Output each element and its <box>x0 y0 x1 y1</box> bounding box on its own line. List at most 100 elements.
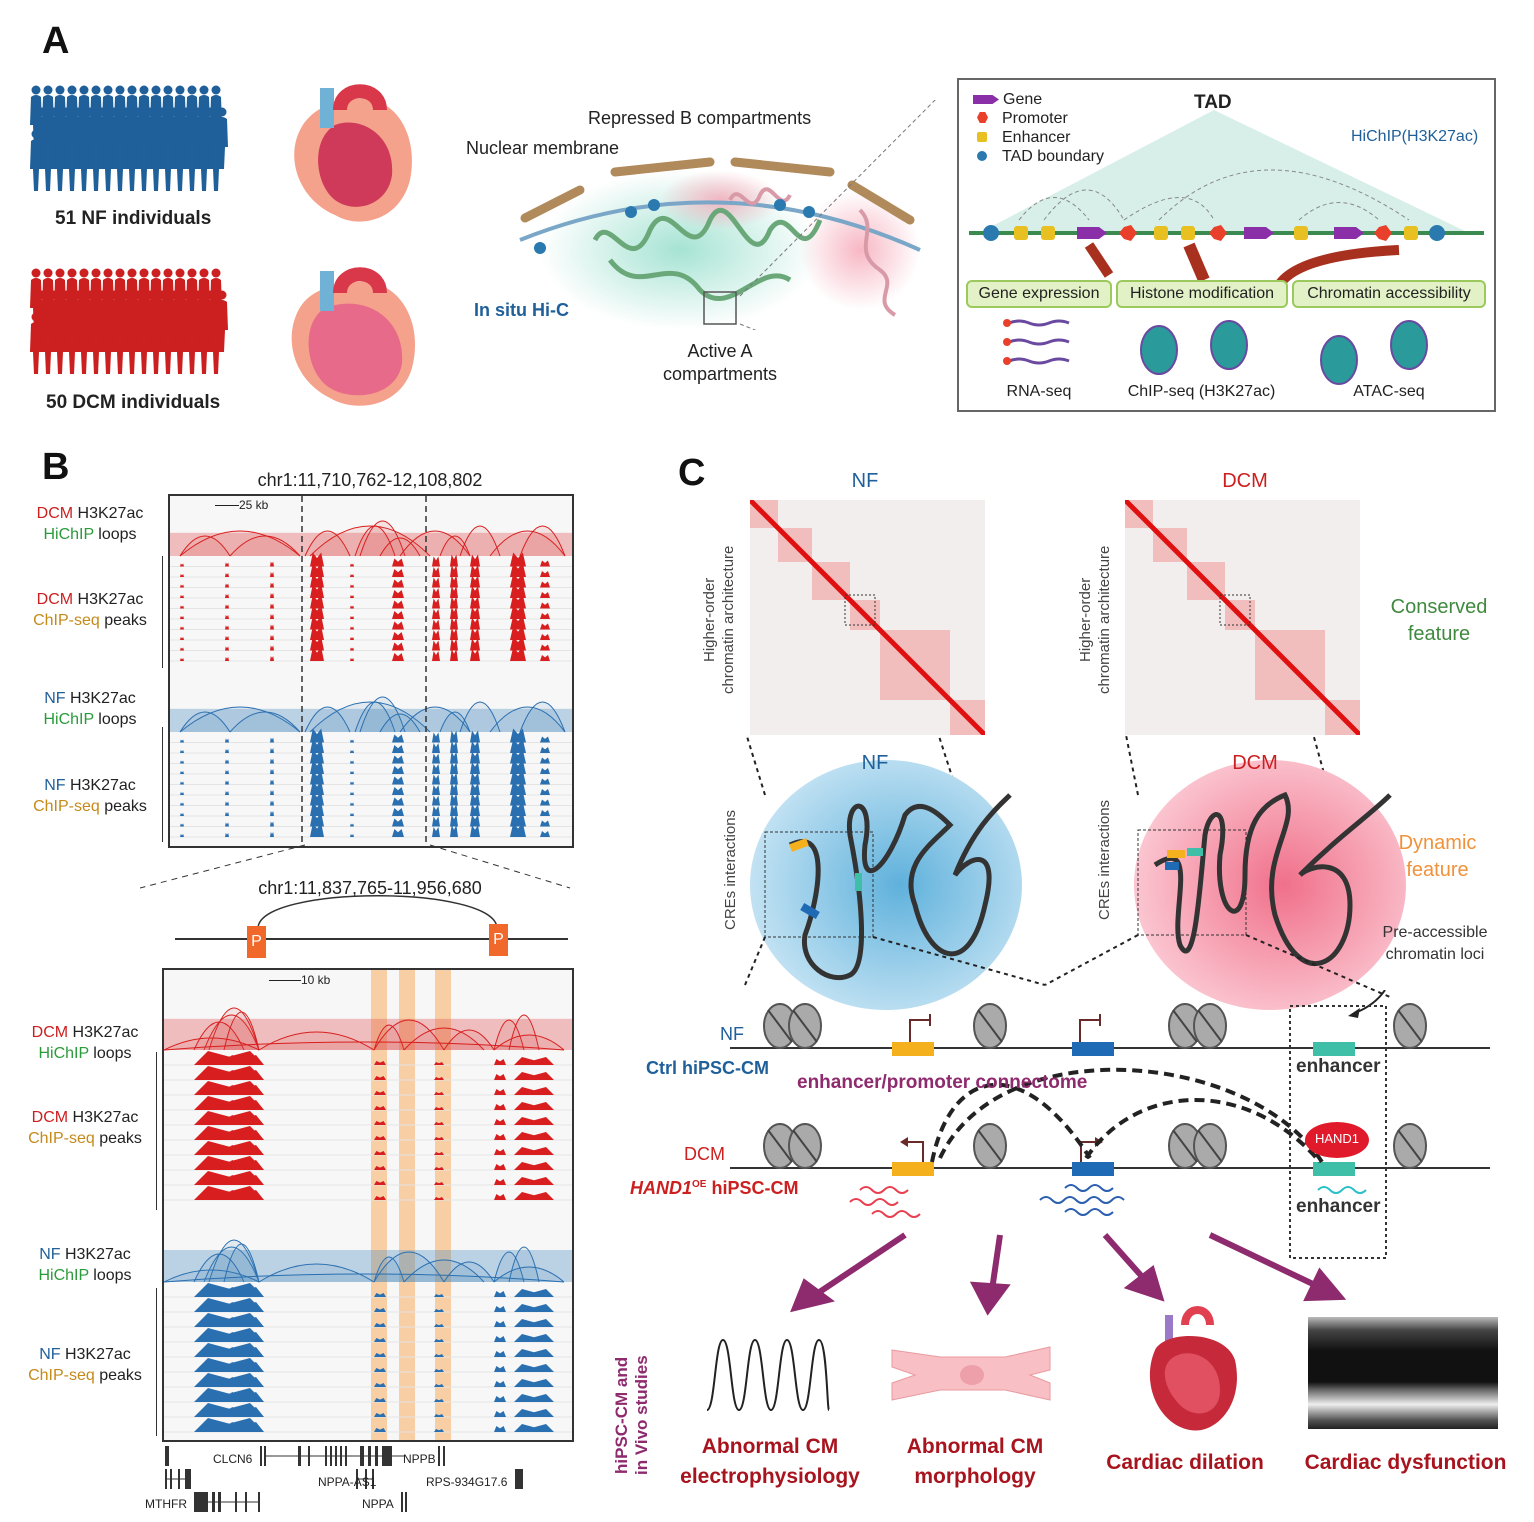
nucleosome-dna-wrap <box>1397 1009 1423 1043</box>
hichip-loop-arc <box>258 1031 375 1051</box>
hichip-h3k27ac-label: HiChIP(H3K27ac) <box>1351 128 1479 145</box>
chipseq-peak <box>350 595 354 598</box>
gene-label-rps-934g17: RPS-934G17.6 <box>426 1475 508 1489</box>
legend-item-tad-boundary: TAD boundary <box>973 147 1104 166</box>
chipseq-peak <box>310 781 324 795</box>
hichip-loop-arc <box>399 530 471 557</box>
chipseq-peak <box>434 1107 444 1110</box>
chipseq-peak <box>450 772 458 785</box>
line2: electrophysiology <box>680 1465 860 1488</box>
group: NF <box>39 1346 61 1363</box>
nf-heart-icon <box>294 84 412 222</box>
chipseq-peak <box>450 628 458 640</box>
hichip-loop-arc <box>203 1014 260 1051</box>
chipseq-peak <box>180 605 184 609</box>
chipseq-peak <box>432 619 440 630</box>
chipseq-peak <box>494 1074 506 1080</box>
chipseq-peak <box>432 785 440 795</box>
chipseq-peak <box>270 758 274 764</box>
chipseq-peak <box>180 792 184 795</box>
dilated-heart-icon <box>1149 1306 1237 1431</box>
electrophysiology-trace-icon <box>706 1338 830 1412</box>
chipseq-peak <box>540 602 550 609</box>
promoter-box-right: P <box>489 924 508 956</box>
hichip-loop-arc <box>439 535 471 557</box>
chipseq-peak <box>470 793 480 806</box>
suffix: peaks <box>104 612 147 629</box>
chipseq-peak <box>224 1362 264 1372</box>
nuclear-membrane-label: Nuclear membrane <box>466 138 620 158</box>
chipseq-peak <box>392 787 404 795</box>
chipseq-peak <box>470 741 480 753</box>
chipseq-peak <box>432 795 440 806</box>
chipseq-peak <box>470 596 480 609</box>
chipseq-peak <box>392 642 404 651</box>
chipseq-peak <box>180 626 184 630</box>
chipseq-peak <box>540 634 550 640</box>
chipseq-peak <box>514 1162 554 1170</box>
chipseq-peak <box>270 811 274 816</box>
chipseq-peak <box>450 638 458 651</box>
hichip-loop-arc <box>379 537 421 557</box>
chipseq-peak <box>350 605 354 609</box>
chipseq-peak <box>510 647 526 661</box>
chipseq-peak <box>180 781 184 785</box>
chipseq-peak <box>450 575 458 588</box>
mark: H3K27ac <box>64 1346 131 1363</box>
assay: ChIP-seq <box>33 798 100 815</box>
chipseq-peak <box>540 623 550 630</box>
hic-title-dcm: DCM <box>1222 470 1268 492</box>
group: NF <box>39 1246 61 1263</box>
hichip-loop-arc <box>208 1007 260 1051</box>
chipseq-peak <box>432 577 440 588</box>
legend-item-enhancer: Enhancer <box>973 128 1104 147</box>
chipseq-peak <box>270 737 274 743</box>
chipseq-peak <box>310 584 324 598</box>
chipseq-peak <box>540 560 550 567</box>
chipseq-peak <box>374 1076 386 1080</box>
cre-nuclei-diagram <box>744 735 1406 1010</box>
legend-label: Promoter <box>1002 110 1068 127</box>
chipseq-peak <box>540 768 550 774</box>
chipseq-peak <box>494 1321 506 1327</box>
chipseq-peak <box>225 636 229 640</box>
chipseq-peak <box>510 739 526 753</box>
chipseq-peak <box>510 615 526 630</box>
hichip-loop-arc <box>459 525 501 557</box>
axis-line2: chromatin architecture <box>1096 545 1113 695</box>
hichip-loop-arc <box>359 696 406 733</box>
chipseq-peak <box>225 812 229 816</box>
hichip-loop-arc <box>508 1246 540 1283</box>
hichip-loop-arc <box>193 1021 245 1051</box>
loop-track-bg <box>170 532 572 556</box>
nucleosome-dna-wrap <box>1397 1129 1423 1163</box>
track-label-dcm-hichip: DCM H3K27ac HiChIP loops <box>10 503 170 545</box>
chipseq-peak <box>225 573 229 577</box>
chipseq-peak <box>470 554 480 567</box>
hic-diagonal <box>1125 500 1360 735</box>
dcm-row-label: DCM <box>684 1144 725 1164</box>
chipseq-peak <box>392 745 404 753</box>
chipseq-peak <box>514 1072 554 1080</box>
chipseq-peak <box>374 1383 386 1387</box>
chipseq-peak <box>510 552 526 567</box>
chipseq-peak <box>514 1424 554 1432</box>
chipseq-peak <box>514 1364 554 1372</box>
chipseq-peak <box>392 797 404 806</box>
nucleosome-dna-wrap <box>977 1009 1003 1043</box>
hichip-loop-arc <box>229 711 301 733</box>
chipseq-peak <box>450 762 458 774</box>
line1: Abnormal CM <box>906 1435 1044 1458</box>
chipseq-peak <box>374 1181 386 1185</box>
chipseq-peak <box>510 781 526 795</box>
nucleus-title-dcm: DCM <box>1232 752 1278 774</box>
chipseq-peak <box>270 561 274 567</box>
legend-label: Gene <box>1003 91 1043 108</box>
chipseq-peak <box>392 829 404 837</box>
nucleosome-dna-wrap <box>1197 1129 1223 1163</box>
chipseq-peak <box>540 644 550 651</box>
zoom-region-box <box>1219 594 1251 626</box>
chipseq-peak <box>494 1351 506 1357</box>
chipseq-peak <box>350 647 354 651</box>
